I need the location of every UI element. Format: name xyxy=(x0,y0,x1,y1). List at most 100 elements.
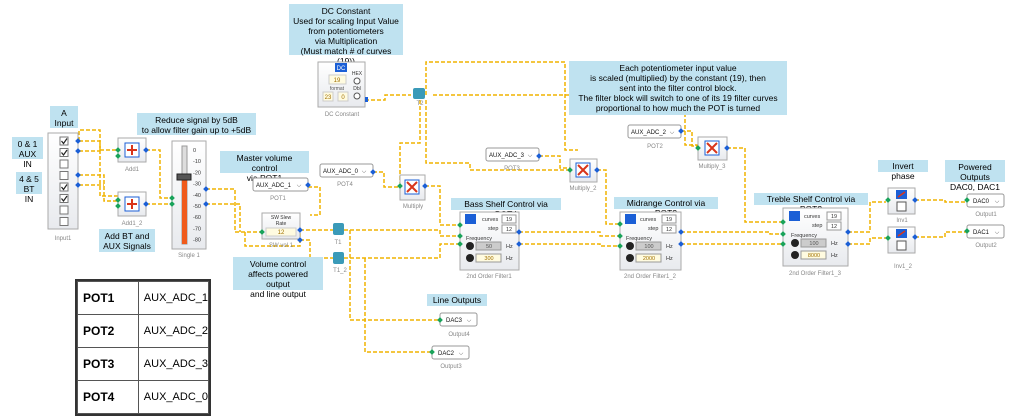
output-dac0-block[interactable]: DAC0 ⌵ Output1 xyxy=(966,193,1005,218)
input-channel-checkbox[interactable] xyxy=(59,136,69,146)
pot-name-cell: POT4 xyxy=(77,380,139,414)
input-channel-checkbox[interactable] xyxy=(59,171,69,180)
output-dac2-block[interactable]: DAC2 ⌵ Output3 xyxy=(431,345,470,370)
svg-text:2nd Order Filter1: 2nd Order Filter1 xyxy=(466,274,512,280)
output-port[interactable] xyxy=(912,197,918,203)
pot4-source-block[interactable]: AUX_ADC_0 ⌵ POT4 xyxy=(319,163,374,188)
input-port[interactable] xyxy=(457,241,463,247)
output-port[interactable] xyxy=(297,237,303,243)
filter-block-1[interactable]: curves 19 step 12 Frequency 50 Hz 300 Hz… xyxy=(459,211,520,280)
sw-volume-block[interactable]: SW Slew Rate 12 SW vol 1 xyxy=(261,212,301,249)
svg-text:HEX: HEX xyxy=(352,71,363,77)
t1-node[interactable]: T1 xyxy=(333,223,344,246)
output-port[interactable] xyxy=(594,167,600,173)
output-port[interactable] xyxy=(678,229,684,235)
output-port[interactable] xyxy=(370,169,376,175)
filter-block-3[interactable]: curves 19 step 12 Frequency 100 Hz 8000 … xyxy=(782,207,849,277)
t2-node[interactable]: T2 xyxy=(413,88,425,107)
output-dac3-block[interactable]: DAC3 ⌵ Output4 xyxy=(439,312,478,338)
pot2-source-block[interactable]: AUX_ADC_2 ⌵ POT2 xyxy=(627,124,682,150)
svg-text:0: 0 xyxy=(341,95,345,101)
input-port[interactable] xyxy=(115,147,121,153)
output-port[interactable] xyxy=(422,183,428,189)
input-port[interactable] xyxy=(964,228,970,234)
input-channel-checkbox[interactable] xyxy=(59,182,69,192)
input-port[interactable] xyxy=(885,235,891,241)
output-port[interactable] xyxy=(305,182,311,188)
multiply-3-block[interactable]: Multiply_3 xyxy=(697,136,728,170)
input-port[interactable] xyxy=(964,197,970,203)
input-port[interactable] xyxy=(780,219,786,225)
t1-2-node[interactable]: T1_2 xyxy=(333,252,347,274)
output-port[interactable] xyxy=(845,229,851,235)
input-port[interactable] xyxy=(617,243,623,249)
dc-constant-block[interactable]: DC 19 format 23 0 HEX Dbl DC Constant xyxy=(317,61,368,118)
svg-text:12: 12 xyxy=(506,227,512,233)
input-port[interactable] xyxy=(780,231,786,237)
input-port[interactable] xyxy=(885,197,891,203)
svg-text:curves: curves xyxy=(482,217,498,223)
adder-block-2[interactable]: Add1_2 xyxy=(117,191,147,227)
output-port[interactable] xyxy=(678,241,684,247)
output-port[interactable] xyxy=(678,128,684,134)
output-port[interactable] xyxy=(912,234,918,240)
input-port[interactable] xyxy=(397,183,403,189)
output-port[interactable] xyxy=(203,201,209,207)
svg-text:DAC2: DAC2 xyxy=(438,351,455,357)
input-port[interactable] xyxy=(457,222,463,228)
output-port[interactable] xyxy=(516,241,522,247)
input-port[interactable] xyxy=(259,229,265,235)
output-port[interactable] xyxy=(516,229,522,235)
input-block[interactable]: Input1 xyxy=(47,132,79,242)
svg-text:12: 12 xyxy=(831,224,837,230)
input-port[interactable] xyxy=(115,197,121,203)
multiply-block[interactable]: Multiply xyxy=(399,174,426,210)
input-channel-checkbox[interactable] xyxy=(59,148,69,157)
input-port[interactable] xyxy=(115,153,121,159)
input-port[interactable] xyxy=(437,317,443,323)
pot1-source-block[interactable]: AUX_ADC_1 ⌵ POT1 xyxy=(252,177,309,202)
input-port[interactable] xyxy=(617,233,623,239)
input-channel-checkbox[interactable] xyxy=(59,194,69,203)
output-port[interactable] xyxy=(143,147,149,153)
adder-block-1[interactable]: Add1 xyxy=(117,137,147,173)
input-channel-checkbox[interactable] xyxy=(59,159,69,169)
output-port[interactable] xyxy=(75,148,81,154)
check-icon xyxy=(61,184,68,191)
output-port[interactable] xyxy=(75,138,81,144)
signal-wires xyxy=(78,61,966,353)
input-port[interactable] xyxy=(695,145,701,151)
input-port[interactable] xyxy=(169,195,175,201)
single-volume-block[interactable]: 0-10-20-30-40-50-60-70-80 Single 1 xyxy=(171,140,207,259)
input-port[interactable] xyxy=(169,201,175,207)
output-port[interactable] xyxy=(724,145,730,151)
output-port[interactable] xyxy=(75,182,81,188)
input-port[interactable] xyxy=(780,241,786,247)
output-port[interactable] xyxy=(75,172,81,178)
input-channel-checkbox[interactable] xyxy=(59,205,69,215)
svg-text:Add1_2: Add1_2 xyxy=(122,221,143,227)
input-port[interactable] xyxy=(429,349,435,355)
input-port[interactable] xyxy=(457,233,463,239)
input-port[interactable] xyxy=(567,167,573,173)
output-port[interactable] xyxy=(536,153,542,159)
multiply-2-block[interactable]: Multiply_2 xyxy=(569,158,598,192)
output-port[interactable] xyxy=(203,186,209,192)
pot3-source-block[interactable]: AUX_ADC_3 ⌵ POT3 xyxy=(485,147,540,172)
invert-block-2[interactable]: Inv1_2 xyxy=(887,226,916,270)
output-port[interactable] xyxy=(143,201,149,207)
input-port[interactable] xyxy=(617,221,623,227)
input-channel-checkbox[interactable] xyxy=(59,217,69,226)
svg-text:⌵: ⌵ xyxy=(459,351,464,357)
output-port[interactable] xyxy=(845,241,851,247)
filter-block-2[interactable]: curves 19 step 12 Frequency 100 Hz 2000 … xyxy=(619,211,682,280)
invert-block-1[interactable]: Inv1 xyxy=(887,187,916,224)
input-port[interactable] xyxy=(115,203,121,209)
svg-text:50: 50 xyxy=(486,244,492,250)
output-port[interactable] xyxy=(297,227,303,233)
output-dac1-block[interactable]: DAC1 ⌵ Output2 xyxy=(966,224,1005,249)
svg-text:Output3: Output3 xyxy=(440,364,462,370)
slider-tick-label: 0 xyxy=(193,148,196,154)
